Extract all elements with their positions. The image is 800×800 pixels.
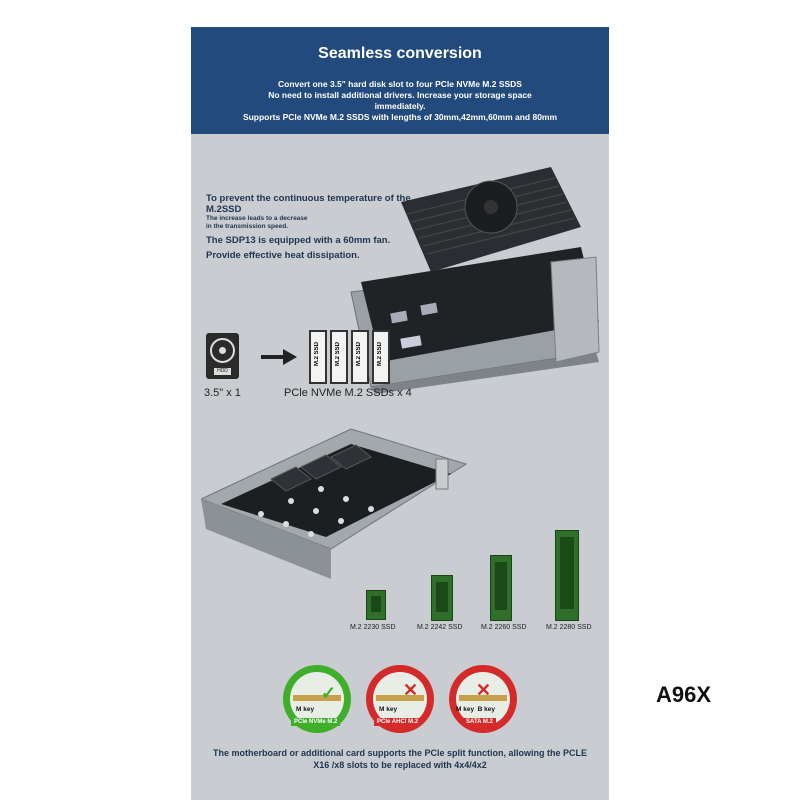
adapter-bracket-image xyxy=(201,428,468,579)
cross-icon: ✕ xyxy=(403,680,419,700)
ssd-icon: M.2 SSD xyxy=(372,330,390,384)
heat-line: To prevent the continuous temperature of… xyxy=(206,193,411,204)
check-icon: ✓ xyxy=(321,683,337,703)
ssd-2280 xyxy=(555,530,579,621)
badge-type-label: SATA M.2 xyxy=(463,718,496,726)
size-label: M.2 2230 SSD xyxy=(350,624,396,631)
connector-icon xyxy=(459,695,507,701)
badge-sata: ✕ M key B key SATA M.2 xyxy=(449,665,517,733)
badge-key-label: M key xyxy=(379,706,398,713)
cross-icon: ✕ xyxy=(476,680,492,700)
heat-line: The SDP13 is equipped with a 60mm fan. xyxy=(206,235,391,246)
hdd-icon-text: HDD xyxy=(214,368,231,375)
banner-line: Supports PCle NVMe M.2 SSDS with lengths… xyxy=(242,112,558,122)
hdd-icon: HDD xyxy=(206,333,239,379)
product-panel: Seamless conversion Convert one 3.5" har… xyxy=(191,27,609,800)
badge-type-label: PCle NVMe M.2 xyxy=(291,718,341,726)
connector-icon xyxy=(376,695,424,701)
banner-line: No need to install additional drivers. I… xyxy=(268,90,532,100)
banner-line: Convert one 3.5" hard disk slot to four … xyxy=(278,79,522,89)
banner-description: Convert one 3.5" hard disk slot to four … xyxy=(201,79,599,123)
ssd-2230 xyxy=(366,590,386,620)
badge-type-label: PCle AHCI M.2 xyxy=(374,718,422,726)
ssd-icon: M.2 SSD xyxy=(309,330,327,384)
brand-label: A96X xyxy=(656,682,712,707)
arrow-right-icon xyxy=(261,349,297,365)
connector-icon xyxy=(293,695,341,701)
header-banner: Seamless conversion Convert one 3.5" har… xyxy=(191,27,609,134)
footer-line: X16 /x8 slots to be replaced with 4x4/4x… xyxy=(313,760,487,770)
ssd-2242 xyxy=(431,575,453,621)
banner-line: immediately. xyxy=(374,101,426,111)
ssd-count-label: PCle NVMe M.2 SSDs x 4 xyxy=(284,387,412,399)
badge-nvme: ✓ M key PCle NVMe M.2 xyxy=(283,665,351,733)
heatsink-adapter-image xyxy=(350,167,600,394)
heat-note: in the transmission speed. xyxy=(206,223,288,230)
ssd-icon: M.2 SSD xyxy=(330,330,348,384)
badge-ahci: ✕ M key PCle AHCI M.2 xyxy=(366,665,434,733)
size-label: M.2 2280 SSD xyxy=(546,624,592,631)
heat-line: M.2SSD xyxy=(206,204,242,215)
hdd-count-label: 3.5" x 1 xyxy=(204,387,241,399)
heat-dissipation-text: To prevent the continuous temperature of… xyxy=(206,193,411,261)
heat-note: The increase leads to a decrease xyxy=(206,215,308,222)
footer-note: The motherboard or additional card suppo… xyxy=(199,747,601,771)
ssd-icon: M.2 SSD xyxy=(351,330,369,384)
banner-title: Seamless conversion xyxy=(318,45,482,62)
badge-key-label: M key B key xyxy=(456,706,496,713)
ssd-2260 xyxy=(490,555,512,621)
size-label: M.2 2242 SSD xyxy=(417,624,463,631)
ssd-icons: M.2 SSD M.2 SSD M.2 SSD M.2 SSD xyxy=(309,330,399,385)
heat-line: Provide effective heat dissipation. xyxy=(206,250,360,261)
size-label: M.2 2260 SSD xyxy=(481,624,527,631)
footer-line: The motherboard or additional card suppo… xyxy=(212,748,588,758)
badge-key-label: M key xyxy=(296,706,315,713)
